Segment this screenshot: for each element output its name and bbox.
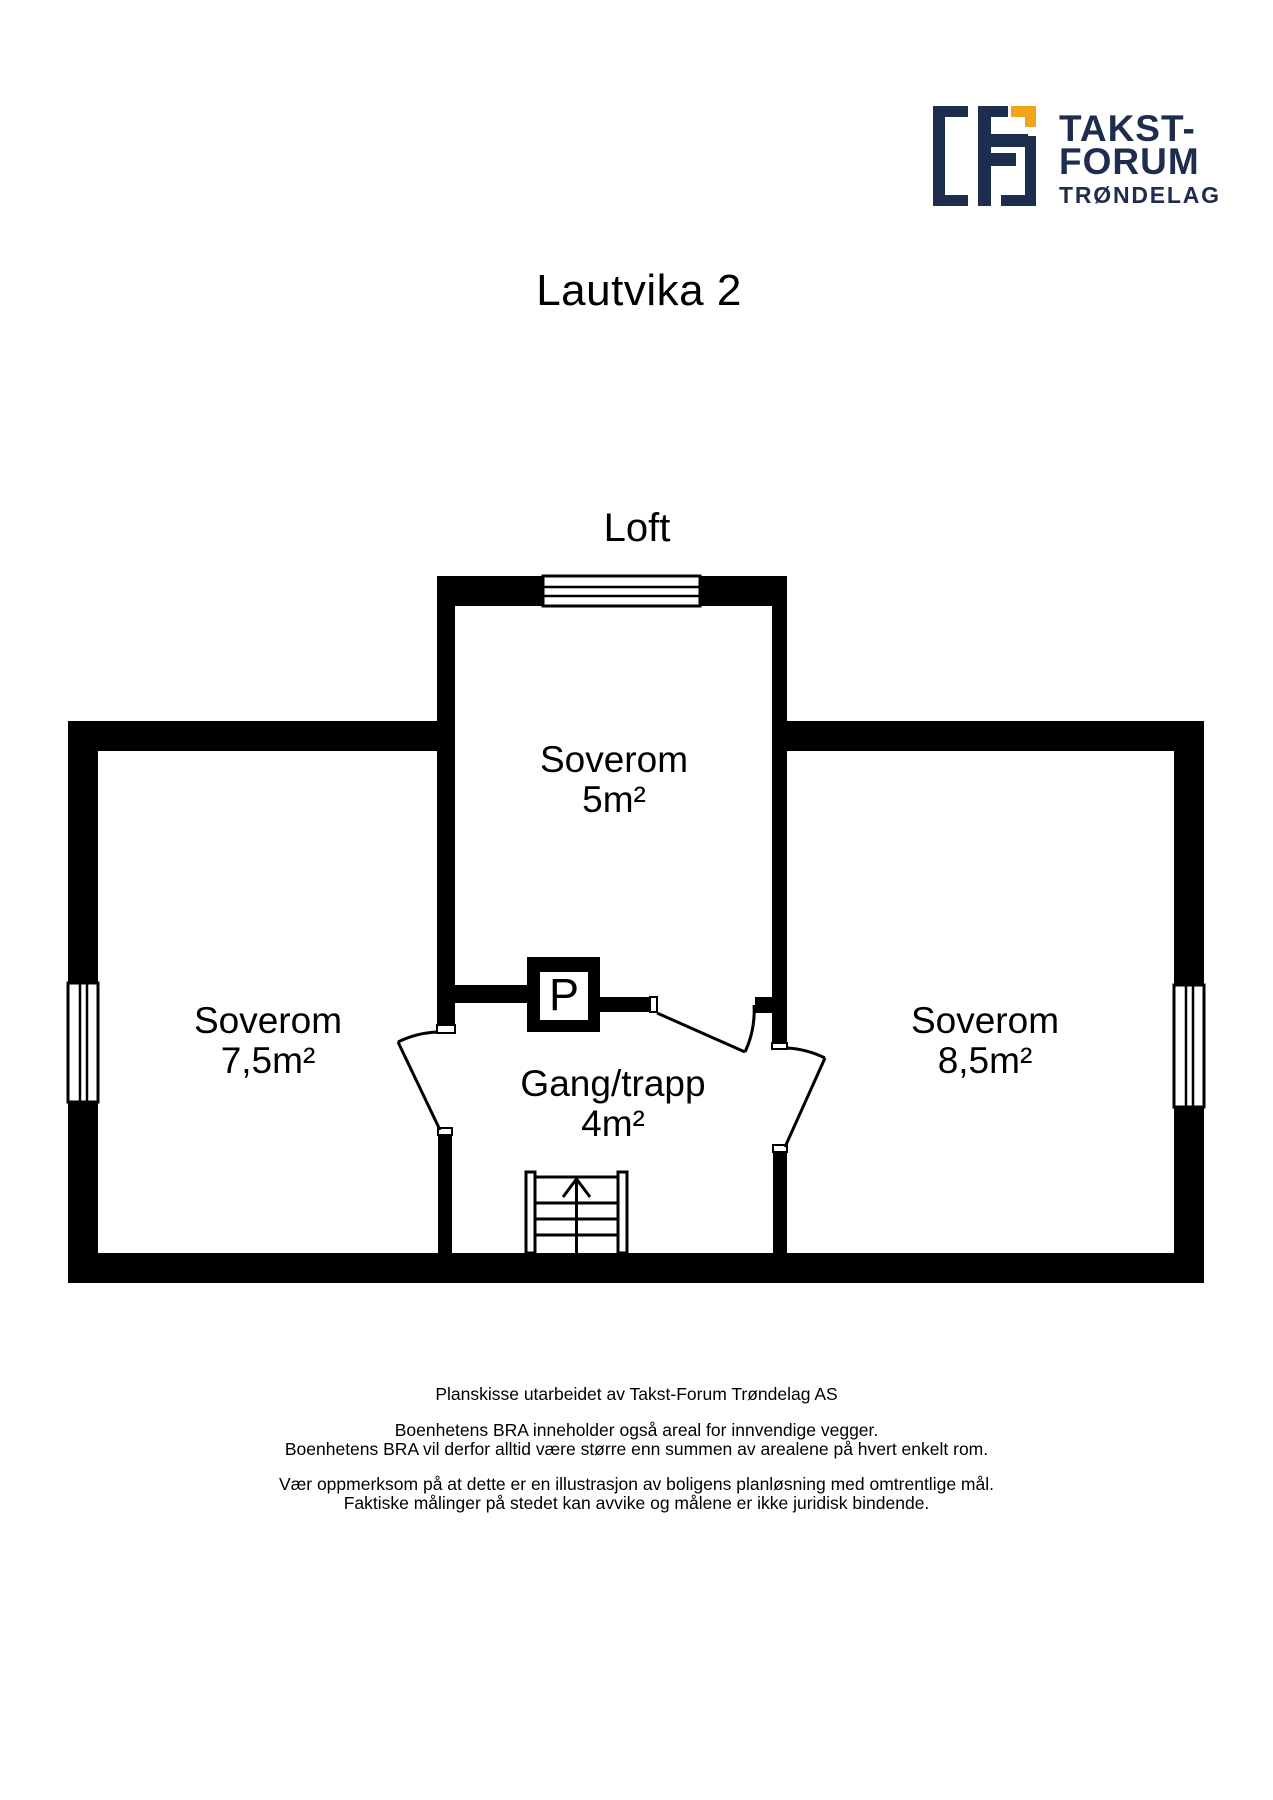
footer-line: Boenhetens BRA vil derfor alltid være st… — [284, 1439, 989, 1459]
room-area: 7,5m² — [220, 1040, 316, 1081]
logo-line-3: TRØNDELAG — [1059, 182, 1221, 208]
footer-line: Faktiske målinger på stedet kan avvike o… — [343, 1493, 930, 1513]
footer-line: Boenhetens BRA inneholder også areal for… — [394, 1420, 879, 1440]
window-left — [66, 981, 100, 1104]
room-name: Soverom — [910, 1000, 1060, 1041]
logo-line-2: FORUM — [1059, 141, 1200, 182]
takst-forum-logo-icon — [933, 106, 1036, 206]
wall-opening-caps — [436, 996, 788, 1153]
door-leaf-soverom5 — [656, 1011, 746, 1054]
room-label-soverom-75: Soverom 7,5m² — [194, 1001, 342, 1081]
door-leaf-soverom85 — [783, 1057, 827, 1148]
room-area: 8,5m² — [937, 1040, 1033, 1081]
footer-bra-note: Boenhetens BRA inneholder også areal for… — [0, 1421, 1273, 1459]
door-arc-soverom85 — [786, 1046, 826, 1060]
door-arc-soverom75 — [397, 1030, 438, 1044]
door-arc-soverom5 — [743, 1004, 756, 1053]
room-name: Gang/trapp — [520, 1063, 706, 1104]
door-swings — [396, 1004, 827, 1148]
logo-line-1: TAKST- — [1059, 108, 1196, 149]
window-top — [541, 574, 702, 608]
chimney-label: P — [548, 969, 580, 1020]
page-title: Lautvika 2 — [536, 266, 742, 315]
footer-disclaimer: Vær oppmerksom på at dette er en illustr… — [0, 1475, 1273, 1513]
footer-line: Vær oppmerksom på at dette er en illustr… — [279, 1474, 994, 1494]
room-area: 5m² — [582, 779, 646, 820]
room-name: Soverom — [193, 1000, 343, 1041]
window-right — [1172, 983, 1206, 1109]
footer-credit: Planskisse utarbeidet av Takst-Forum Trø… — [435, 1384, 838, 1404]
door-leaf-soverom75 — [396, 1041, 442, 1131]
room-label-soverom-85: Soverom 8,5m² — [911, 1001, 1059, 1081]
room-name: Soverom — [539, 739, 689, 780]
takst-forum-logo-text: TAKST- FORUM TRØNDELAG — [1059, 108, 1221, 209]
stairs-up-arrow — [561, 1176, 592, 1198]
walls — [68, 576, 1204, 1283]
staircase — [524, 1170, 629, 1255]
room-label-soverom-5: Soverom 5m² — [540, 740, 688, 820]
room-label-gang-trapp: Gang/trapp 4m² — [520, 1064, 705, 1144]
room-area: 4m² — [581, 1103, 645, 1144]
chimney-symbol — [527, 957, 600, 1032]
floor-label: Loft — [603, 506, 671, 550]
